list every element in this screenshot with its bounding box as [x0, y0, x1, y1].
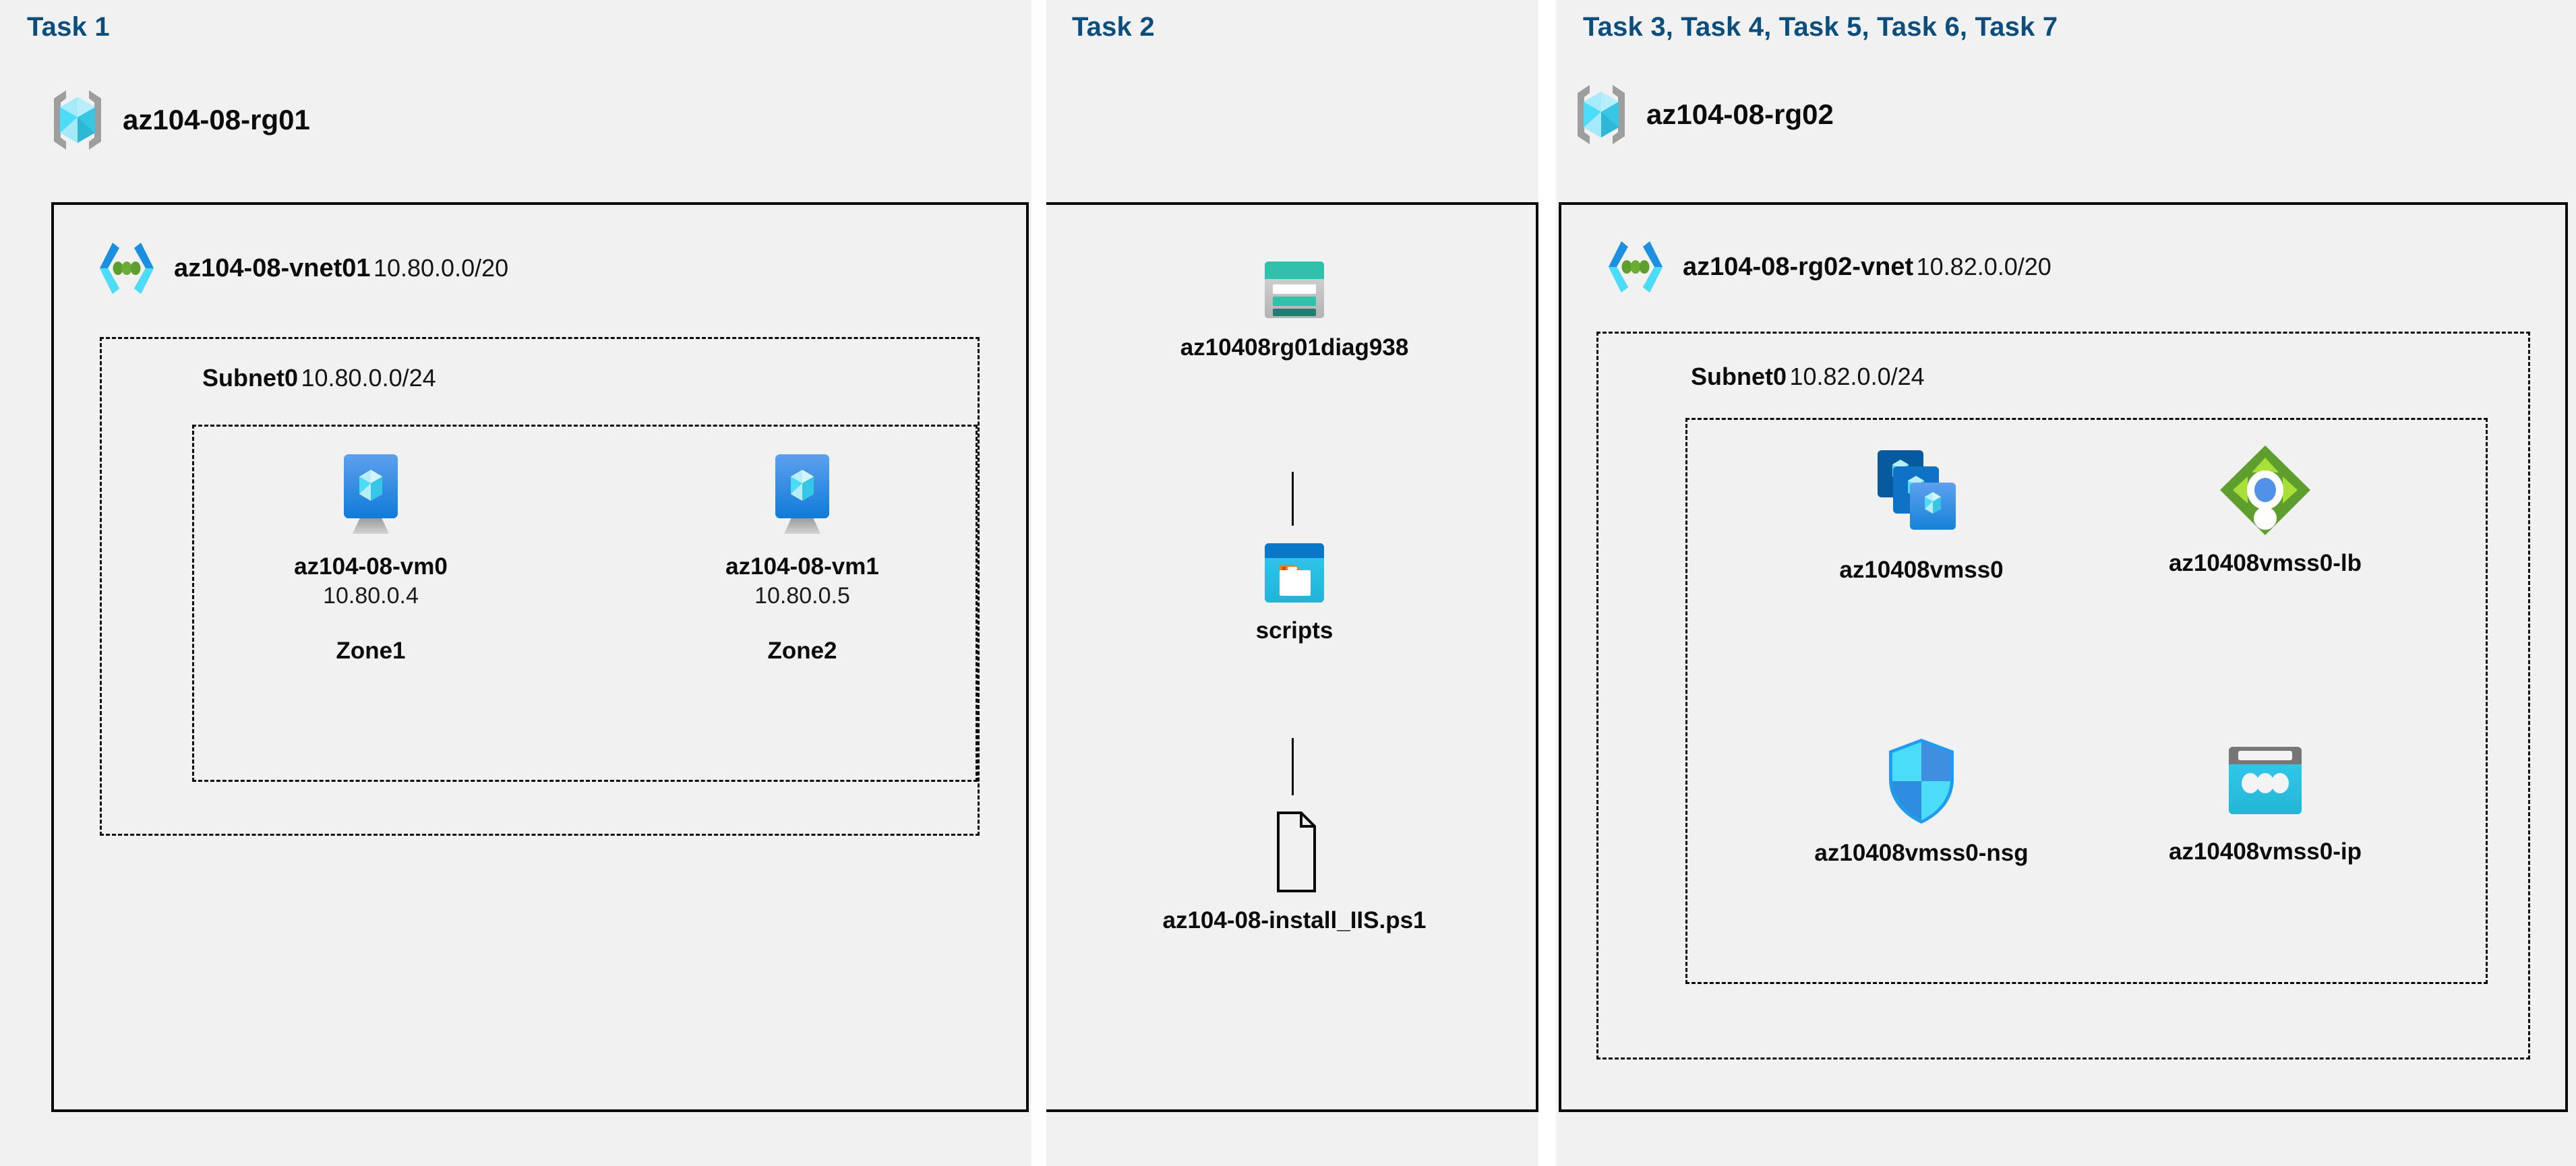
connector-storage-to-container: [1292, 472, 1294, 526]
node-ip-vm1: 10.80.0.5: [754, 583, 850, 609]
node-name-blob-container: scripts: [1255, 617, 1334, 644]
node-public-ip[interactable]: az10408vmss0-ip: [2157, 741, 2373, 865]
resource-group-header-2: az104-08-rg02: [1572, 82, 1834, 147]
node-name-vm1: az104-08-vm1: [725, 553, 879, 580]
resource-group-name-2: az104-08-rg02: [1646, 98, 1834, 130]
subnet-name-2: Subnet0: [1691, 363, 1787, 390]
load-balancer-icon: [2217, 441, 2314, 539]
vnet-header-1: az104-08-vnet01 10.80.0.0/20: [94, 236, 508, 301]
node-storage-account[interactable]: az10408rg01diag938: [1180, 256, 1408, 361]
vnet-label-1: az104-08-vnet01 10.80.0.0/20: [174, 254, 508, 283]
vm-scale-set-icon: [1871, 445, 1972, 546]
resource-group-icon: [1572, 82, 1630, 147]
node-name-vm0: az104-08-vm0: [294, 553, 448, 580]
zone-box-1: [192, 425, 978, 782]
virtual-machine-icon: [330, 452, 411, 543]
node-ps1-file[interactable]: az104-08-install_IIS.ps1: [1162, 809, 1427, 934]
node-name-public-ip: az10408vmss0-ip: [2168, 838, 2362, 865]
subnet-cidr-1: 10.80.0.0/24: [301, 364, 436, 392]
node-zone-vm1: Zone2: [767, 638, 837, 664]
network-security-group-icon: [1881, 735, 1962, 829]
vnet-box-2: [1559, 202, 2568, 1112]
task-label-1: Task 1: [27, 12, 110, 42]
file-icon: [1261, 809, 1328, 896]
node-vmss[interactable]: az10408vmss0: [1820, 445, 2023, 584]
node-name-nsg: az10408vmss0-nsg: [1814, 840, 2029, 866]
storage-account-icon: [1261, 256, 1328, 324]
task-label-2: Task 2: [1072, 12, 1155, 42]
task-label-3to7: Task 3, Task 4, Task 5, Task 6, Task 7: [1583, 12, 2058, 42]
node-ip-vm0: 10.80.0.4: [323, 583, 419, 609]
node-vm1[interactable]: az104-08-vm1 10.80.0.5 Zone2: [715, 452, 890, 665]
node-blob-container[interactable]: scripts: [1207, 539, 1382, 644]
node-load-balancer[interactable]: az10408vmss0-lb: [2157, 441, 2373, 577]
vnet-name-2: az104-08-rg02-vnet: [1683, 252, 1914, 281]
vnet-cidr-2: 10.82.0.0/20: [1916, 252, 2051, 280]
subnet-box-1: [100, 337, 980, 836]
resource-group-icon: [49, 88, 107, 152]
vnet-header-2: az104-08-rg02-vnet 10.82.0.0/20: [1603, 235, 2051, 299]
virtual-network-icon: [94, 236, 159, 301]
public-ip-address-icon: [2222, 741, 2308, 828]
subnet-header-2: Subnet0 10.82.0.0/24: [1691, 363, 1925, 391]
vnet-label-2: az104-08-rg02-vnet 10.82.0.0/20: [1683, 253, 2051, 282]
resource-group-name-1: az104-08-rg01: [123, 104, 310, 135]
task2-content-box: [1046, 202, 1538, 1112]
virtual-network-icon: [1603, 235, 1668, 299]
node-name-ps1-file: az104-08-install_IIS.ps1: [1162, 907, 1427, 933]
vnet-name-1: az104-08-vnet01: [174, 253, 371, 282]
subnet-header-1: Subnet0 10.80.0.0/24: [202, 364, 436, 392]
node-zone-vm0: Zone1: [336, 638, 406, 664]
node-name-load-balancer: az10408vmss0-lb: [2168, 550, 2362, 576]
node-vm0[interactable]: az104-08-vm0 10.80.0.4 Zone1: [283, 452, 458, 665]
connector-container-to-file: [1292, 738, 1294, 795]
vnet-box-1: [51, 202, 1029, 1112]
node-name-vmss: az10408vmss0: [1839, 557, 2004, 583]
blob-container-icon: [1261, 539, 1328, 607]
node-name-storage-account: az10408rg01diag938: [1180, 334, 1409, 361]
resource-group-header-1: az104-08-rg01: [49, 88, 310, 152]
resources-box-2: [1685, 418, 2488, 984]
subnet-cidr-2: 10.82.0.0/24: [1789, 363, 1925, 390]
node-nsg[interactable]: az10408vmss0-nsg: [1814, 735, 2029, 867]
subnet-box-2: [1596, 332, 2530, 1060]
virtual-machine-icon: [762, 452, 843, 543]
vnet-cidr-1: 10.80.0.0/20: [373, 253, 509, 282]
subnet-name-1: Subnet0: [202, 364, 299, 392]
